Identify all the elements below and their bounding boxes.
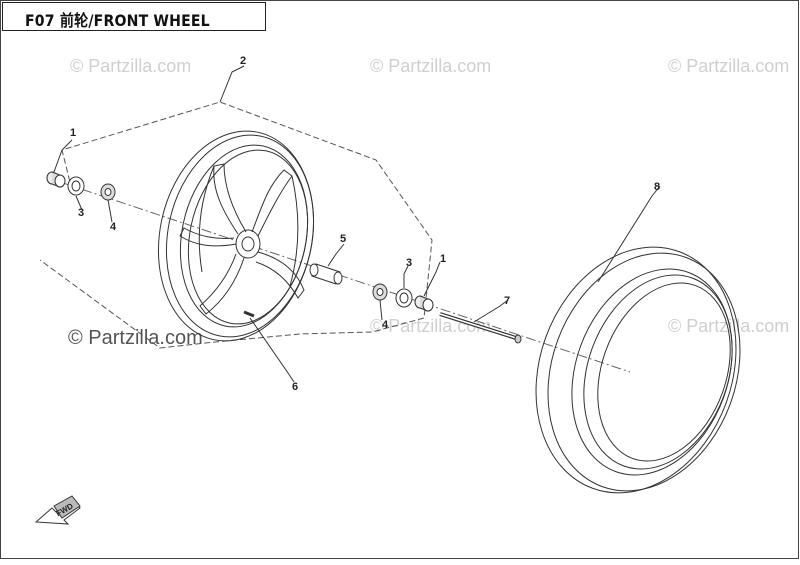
watermark: © Partzilla.com <box>668 56 789 76</box>
assembly-outline <box>39 101 433 349</box>
leader-lines <box>53 65 661 383</box>
part-1-spacer-right[interactable] <box>414 295 434 312</box>
callout-2: 2 <box>240 55 246 67</box>
callout-6: 6 <box>292 381 298 393</box>
part-6-valve-stem[interactable] <box>243 310 255 318</box>
callout-7: 7 <box>504 295 510 307</box>
page-title: F07 前轮/FRONT WHEEL <box>25 11 210 30</box>
title-box: F07 前轮/FRONT WHEEL <box>2 2 266 31</box>
part-5-axle-spacer[interactable] <box>309 263 343 285</box>
callout-3-right: 3 <box>406 257 412 269</box>
part-8-tire[interactable] <box>503 219 772 521</box>
part-4-bearing-right[interactable] <box>372 283 388 301</box>
callout-5: 5 <box>340 233 346 245</box>
callout-4: 4 <box>110 221 117 233</box>
watermark: © Partzilla.com <box>370 56 491 76</box>
callout-8: 8 <box>654 181 660 193</box>
part-3-seal-right[interactable] <box>395 288 413 308</box>
watermark: © Partzilla.com <box>70 56 191 76</box>
fwd-arrow-icon: FWD <box>34 495 81 525</box>
watermark-main: © Partzilla.com <box>68 327 203 349</box>
callout-4-right: 4 <box>382 319 389 331</box>
callout-1-right: 1 <box>440 253 446 265</box>
part-1-spacer-left[interactable] <box>46 171 66 188</box>
watermark: © Partzilla.com <box>668 316 789 336</box>
callout-3: 3 <box>78 207 84 219</box>
part-3-seal-left[interactable] <box>67 176 85 196</box>
callout-1: 1 <box>70 127 76 139</box>
part-7-front-axle[interactable] <box>439 312 522 344</box>
part-2-wheel-rim[interactable] <box>140 117 333 356</box>
part-4-bearing-left[interactable] <box>100 183 116 201</box>
